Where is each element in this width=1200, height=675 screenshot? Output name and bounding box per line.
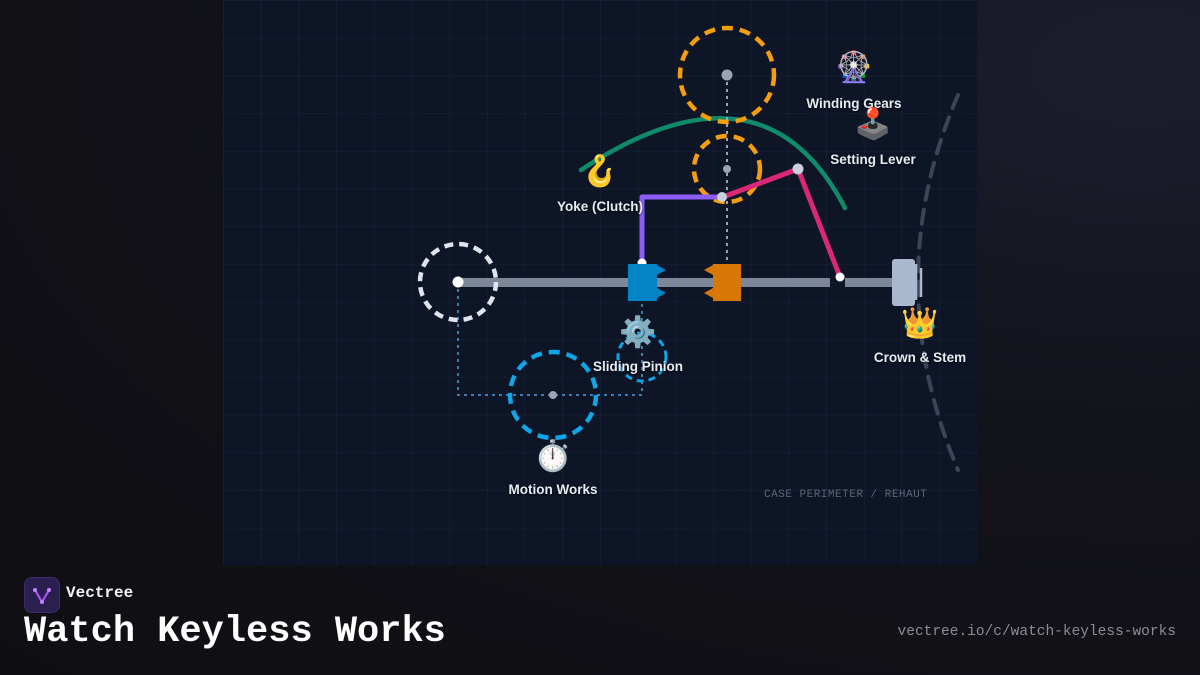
diagram-canvas: 🎡 Winding Gears 🕹️ Setting Lever 🪝 Yoke …: [223, 0, 977, 565]
footer: Vectree Watch Keyless Works vectree.io/c…: [0, 565, 1200, 675]
gear-icon: ⚙️: [619, 315, 657, 350]
case-perimeter-arc: [916, 93, 960, 472]
sliding-pinion-ring: [616, 331, 668, 383]
winding-stem-end: [845, 278, 895, 287]
setting-lever-tip: [835, 272, 845, 282]
yoke-link: [639, 194, 723, 263]
case-perimeter-note: CASE PERIMETER / REHAUT: [764, 489, 928, 501]
sliding-pinion-tooth-bottom: [657, 288, 666, 298]
setting-lever-label: Setting Lever: [830, 152, 916, 167]
joystick-icon: 🕹️: [854, 107, 892, 142]
crown-wheel-hub: [721, 69, 733, 81]
page-url[interactable]: vectree.io/c/watch-keyless-works: [897, 624, 1176, 640]
ratchet-wheel-ring: [691, 133, 763, 205]
crown-wheel-ring: [677, 25, 777, 125]
motion-works-ring: [507, 349, 599, 441]
hook-icon: 🪝: [581, 154, 619, 189]
sliding-pinion-tooth-top: [657, 265, 666, 275]
setting-lever-pivot: [792, 163, 804, 175]
page-title: Watch Keyless Works: [24, 611, 446, 653]
ferris-wheel-icon: 🎡: [835, 50, 873, 85]
clutch-tooth-bottom: [704, 288, 713, 298]
stopwatch-icon: ⏱️: [534, 439, 572, 474]
clutch-block: [713, 264, 741, 301]
brand-name[interactable]: Vectree: [66, 584, 134, 602]
motion-works-hub: [549, 391, 557, 399]
vectree-logo-icon[interactable]: [24, 577, 60, 613]
crown-body: [892, 259, 915, 306]
setting-lever-arm: [720, 166, 843, 280]
sliding-pinion-label: Sliding Pinion: [593, 359, 683, 374]
ratchet-wheel-hub: [723, 165, 731, 173]
yoke-label: Yoke (Clutch): [556, 199, 644, 214]
stem-pivot-ring: [417, 241, 499, 323]
crown-stem-label: Crown & Stem: [873, 350, 967, 365]
winding-gears-label: Winding Gears: [806, 96, 902, 111]
crown-icon: 👑: [901, 306, 939, 341]
vectree-logo-mark: [33, 588, 51, 604]
stem-pivot-dot: [452, 276, 464, 288]
lever-joint: [717, 192, 727, 202]
keyless-works-diagram: [417, 25, 960, 472]
clutch-tooth-top: [704, 265, 713, 275]
motion-works-label: Motion Works: [508, 482, 598, 497]
sliding-pinion-block: [628, 264, 657, 301]
